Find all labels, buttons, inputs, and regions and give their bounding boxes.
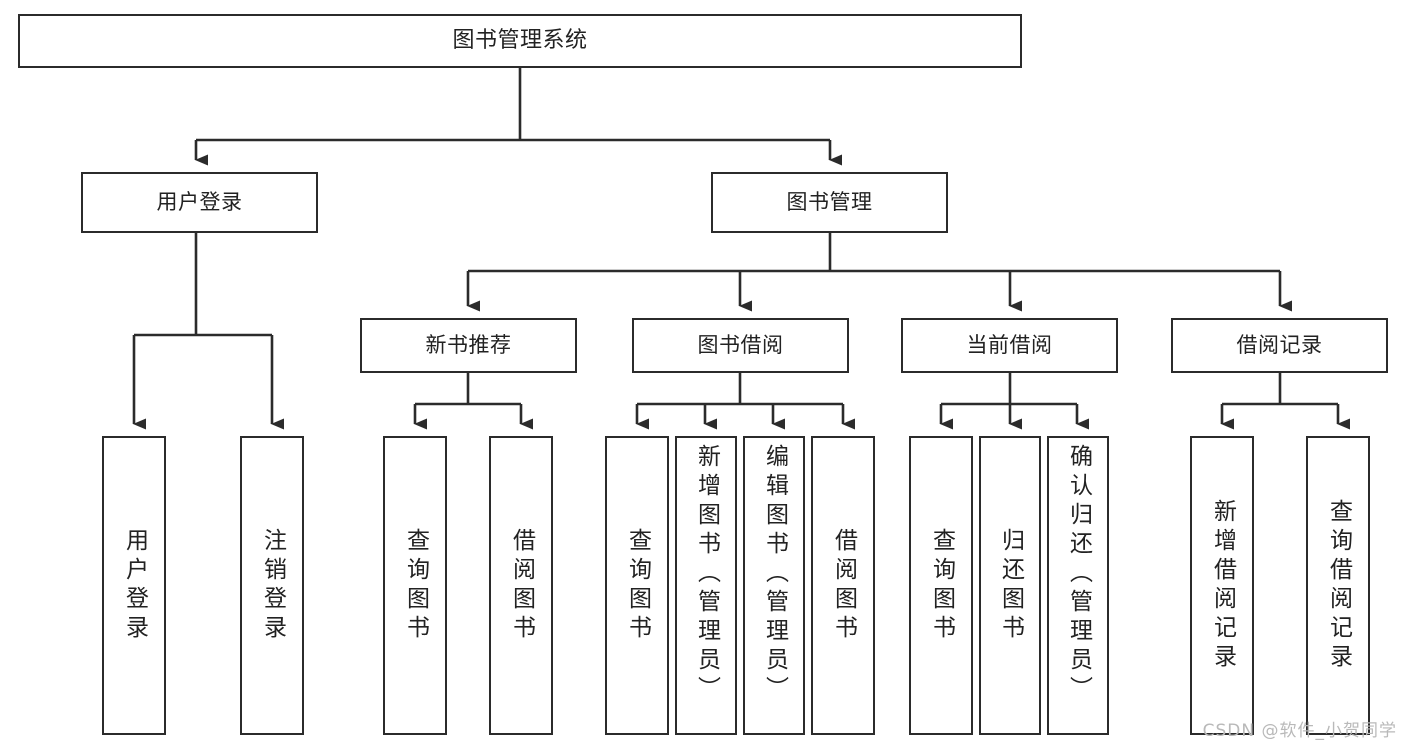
- node-new-book-recommend[interactable]: 新书推荐: [360, 318, 577, 373]
- leaf-label: 编辑图书（管理员）: [761, 444, 788, 705]
- leaf-add-borrow-record[interactable]: 新增借阅记录: [1190, 436, 1254, 735]
- leaf-query-book-borrow[interactable]: 查询图书: [605, 436, 669, 735]
- watermark: CSDN @软件_小贺同学: [1202, 721, 1397, 741]
- leaf-label: 确认归还（管理员）: [1065, 444, 1092, 705]
- leaf-label: 借阅图书: [830, 527, 857, 644]
- node-root[interactable]: 图书管理系统: [18, 14, 1022, 68]
- leaf-borrow-book[interactable]: 借阅图书: [811, 436, 875, 735]
- node-label: 借阅记录: [1236, 333, 1323, 358]
- leaf-label: 借阅图书: [508, 527, 535, 644]
- leaf-return-book[interactable]: 归还图书: [979, 436, 1041, 735]
- leaf-confirm-return-admin[interactable]: 确认归还（管理员）: [1047, 436, 1109, 735]
- leaf-label: 查询图书: [928, 527, 955, 644]
- leaf-query-book-current[interactable]: 查询图书: [909, 436, 973, 735]
- leaf-logout[interactable]: 注销登录: [240, 436, 304, 735]
- node-label: 图书管理: [786, 190, 873, 215]
- leaf-query-borrow-record[interactable]: 查询借阅记录: [1306, 436, 1370, 735]
- leaf-label: 查询图书: [624, 527, 651, 644]
- leaf-user-login[interactable]: 用户登录: [102, 436, 166, 735]
- leaf-label: 注销登录: [259, 527, 286, 644]
- node-label: 新书推荐: [425, 333, 512, 358]
- leaf-edit-book-admin[interactable]: 编辑图书（管理员）: [743, 436, 805, 735]
- node-label: 图书借阅: [697, 333, 784, 358]
- node-user-login[interactable]: 用户登录: [81, 172, 318, 233]
- node-book-management[interactable]: 图书管理: [711, 172, 948, 233]
- node-label: 图书管理系统: [452, 28, 588, 54]
- leaf-label: 查询图书: [402, 527, 429, 644]
- node-label: 用户登录: [156, 190, 243, 215]
- leaf-add-book-admin[interactable]: 新增图书（管理员）: [675, 436, 737, 735]
- leaf-label: 查询借阅记录: [1325, 498, 1352, 673]
- leaf-query-book-recommend[interactable]: 查询图书: [383, 436, 447, 735]
- node-borrow-record[interactable]: 借阅记录: [1171, 318, 1388, 373]
- leaf-label: 新增借阅记录: [1209, 498, 1236, 673]
- leaf-label: 归还图书: [997, 527, 1024, 644]
- leaf-label: 用户登录: [121, 527, 148, 644]
- node-current-borrow[interactable]: 当前借阅: [901, 318, 1118, 373]
- node-label: 当前借阅: [966, 333, 1053, 358]
- leaf-label: 新增图书（管理员）: [693, 444, 720, 705]
- node-book-borrow[interactable]: 图书借阅: [632, 318, 849, 373]
- leaf-borrow-book-recommend[interactable]: 借阅图书: [489, 436, 553, 735]
